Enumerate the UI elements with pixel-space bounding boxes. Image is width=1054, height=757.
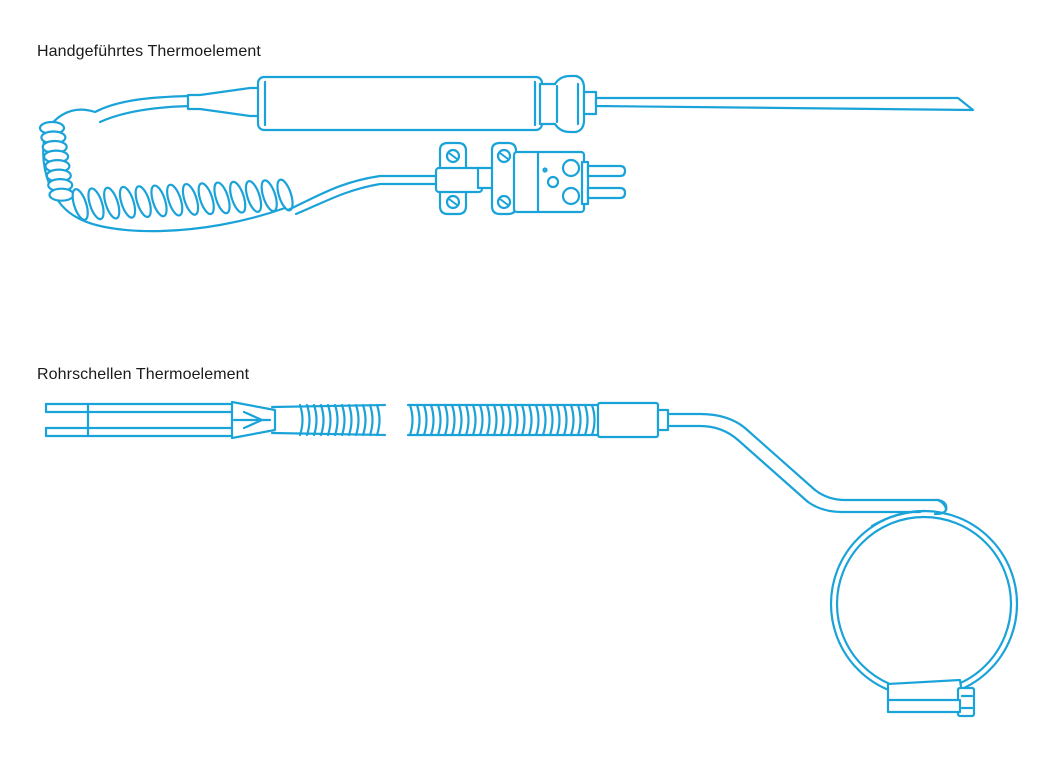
coil-loop	[197, 182, 215, 216]
hose-rib	[408, 403, 414, 437]
coil-loop	[181, 182, 200, 216]
hose-rib	[457, 403, 463, 437]
wire-lead-lower	[44, 426, 234, 438]
hose-rib	[513, 403, 519, 437]
hose-rib	[319, 403, 325, 437]
hose-rib	[354, 403, 360, 437]
coil-loop	[134, 185, 152, 219]
coil-loop	[244, 180, 263, 213]
hose-rib	[422, 403, 428, 437]
hose-rib	[375, 403, 381, 437]
armored-hose-left	[270, 403, 387, 437]
coil-loop	[87, 187, 105, 221]
hose-rib	[312, 403, 318, 437]
hose-rib	[436, 403, 442, 437]
hose-rib	[368, 403, 374, 437]
hose-rib	[450, 403, 456, 437]
screw-slot	[448, 152, 458, 160]
hose-rib	[527, 403, 533, 437]
hose-rib	[499, 403, 505, 437]
probe-handle	[256, 75, 544, 132]
hose-rib	[471, 403, 477, 437]
handheld-thermocouple-title: Handgeführtes Thermoelement	[37, 43, 261, 60]
screw-slot	[499, 198, 509, 206]
hose-rib	[576, 403, 582, 437]
hose-rib	[485, 403, 491, 437]
hose-rib	[548, 403, 554, 437]
hose-rib	[520, 403, 526, 437]
coil-loop	[48, 187, 75, 202]
hose-rib	[492, 403, 498, 437]
hose-rib	[347, 403, 353, 437]
hose-rib	[298, 403, 304, 437]
coil-loop	[166, 183, 184, 217]
pipe-clamp-thermocouple	[44, 400, 1019, 718]
hose-rib	[429, 403, 435, 437]
connector-socket-lower	[561, 186, 581, 206]
coil-loop	[213, 181, 231, 215]
coil-loop	[103, 186, 121, 220]
strain-relief	[186, 86, 264, 118]
armored-hose-right	[406, 403, 600, 437]
probe-needle	[594, 96, 975, 112]
coil-loop	[71, 188, 89, 221]
hose-rib	[534, 403, 540, 437]
sheath-tube	[666, 412, 948, 512]
coil-loop	[229, 180, 247, 214]
wire-lead-upper	[44, 402, 234, 414]
clamp-ring	[829, 509, 1019, 699]
hose-rib	[590, 403, 596, 437]
connector-socket-upper	[561, 158, 581, 178]
hose-rib	[555, 403, 561, 437]
hose-rib	[333, 403, 339, 437]
hose-rib	[562, 403, 568, 437]
mini-connector	[434, 141, 627, 216]
hose-rib	[583, 403, 589, 437]
crimp-ferrule	[596, 401, 660, 439]
hose-rib	[443, 403, 449, 437]
coil-loop	[260, 179, 278, 213]
hose-rib	[340, 403, 346, 437]
coiled-cable	[38, 94, 294, 233]
connector-pin-upper	[586, 164, 627, 178]
hose-rib	[506, 403, 512, 437]
hose-rib	[478, 403, 484, 437]
handheld-thermocouple	[38, 74, 975, 233]
handle-collar	[538, 74, 586, 134]
hose-rib	[361, 403, 367, 437]
pipe-clamp-thermocouple-title: Rohrschellen Thermoelement	[37, 366, 250, 383]
screw-slot	[499, 152, 509, 160]
hose-rib	[305, 403, 311, 437]
hose-rib	[326, 403, 332, 437]
screw-slot	[448, 198, 458, 206]
hose-rib	[415, 403, 421, 437]
connector-pin-lower	[586, 186, 627, 200]
coil-loop	[150, 184, 168, 218]
hose-rib	[541, 403, 547, 437]
hose-rib	[464, 403, 470, 437]
coil-loop	[118, 185, 137, 219]
connector-cable	[286, 174, 440, 212]
hose-rib	[569, 403, 575, 437]
